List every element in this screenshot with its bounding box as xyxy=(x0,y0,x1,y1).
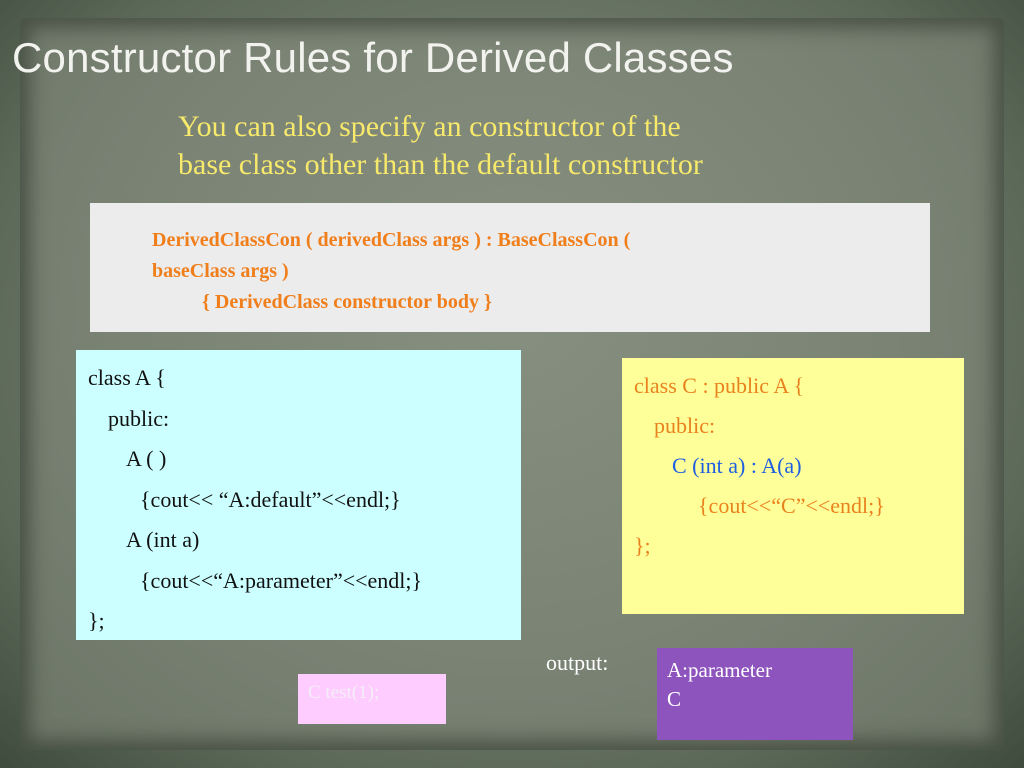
class-c-code-box: class C : public A { public: C (int a) :… xyxy=(622,358,964,614)
code-line: class A { xyxy=(88,365,166,390)
output-label: output: xyxy=(546,650,609,675)
syntax-line: DerivedClassCon ( derivedClass args ) : … xyxy=(152,229,631,251)
code-line: {cout<< “A:default”<<endl;} xyxy=(140,486,401,512)
class-a-code-box: class A { public: A ( ) {cout<< “A:defau… xyxy=(76,350,521,640)
output-line: C xyxy=(667,687,682,711)
test-call-box: C test(1); xyxy=(298,674,446,724)
code-line: {cout<<“C”<<endl;} xyxy=(698,493,885,518)
code-line: }; xyxy=(634,533,651,558)
syntax-line: { DerivedClass constructor body } xyxy=(202,291,492,313)
code-line: {cout<<“A:parameter”<<endl;} xyxy=(140,567,423,593)
constructor-syntax-box: DerivedClassCon ( derivedClass args ) : … xyxy=(90,203,930,332)
code-line: public: xyxy=(108,405,170,431)
subtitle-line: You can also specify an constructor of t… xyxy=(178,110,681,143)
code-line: A (int a) xyxy=(126,527,200,552)
output-line: A:parameter xyxy=(667,658,772,682)
output-box: A:parameter C xyxy=(657,648,853,740)
code-line: class C : public A { xyxy=(634,373,805,398)
slide-title: Constructor Rules for Derived Classes xyxy=(12,34,734,81)
syntax-line: baseClass args ) xyxy=(152,260,289,282)
code-line-highlight: C (int a) : A(a) xyxy=(672,453,802,478)
code-line: }; xyxy=(88,608,105,633)
slide-subtitle: You can also specify an constructor of t… xyxy=(178,108,938,184)
subtitle-line: base class other than the default constr… xyxy=(178,148,703,181)
code-line: A ( ) xyxy=(126,446,167,471)
code-line: public: xyxy=(654,413,716,438)
